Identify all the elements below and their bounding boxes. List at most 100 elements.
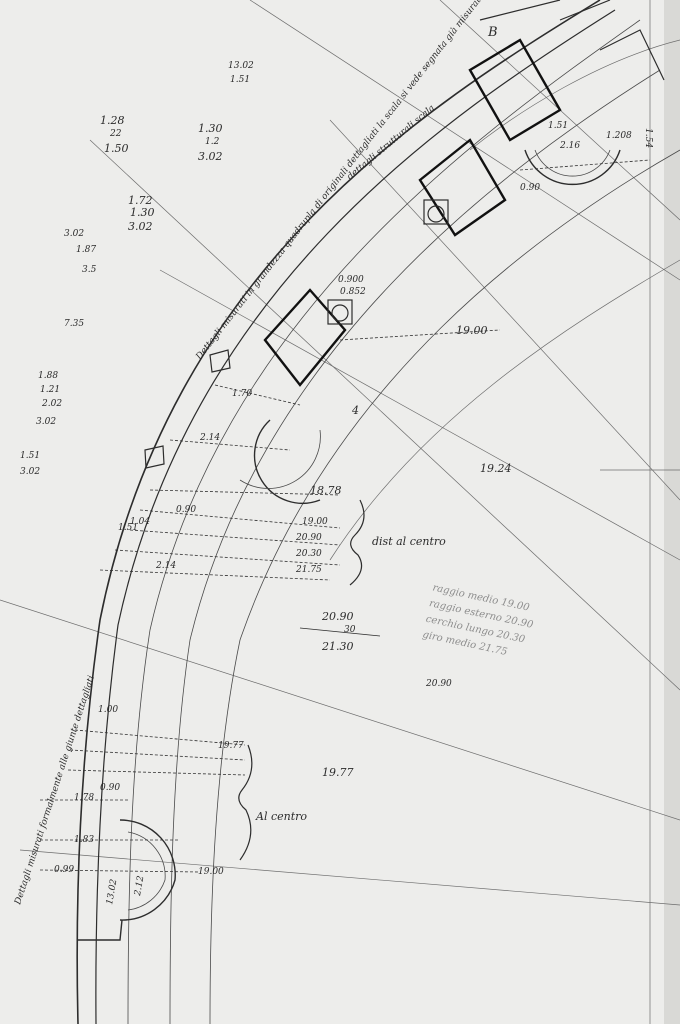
fraction-bar xyxy=(299,627,381,637)
calc-c-3: 3.02 xyxy=(128,220,153,233)
dim-line xyxy=(139,509,341,529)
dim-rad-a: 18.78 xyxy=(310,484,342,497)
dim-bottom-a: 1.83 xyxy=(74,835,94,845)
dim-line xyxy=(519,159,651,171)
niche-top-inner xyxy=(534,149,611,177)
arc-outer xyxy=(76,0,601,1024)
dim-bay-e: 0.90 xyxy=(520,183,540,193)
dim-mid-width-c: 21.30 xyxy=(321,640,354,653)
arc-inner-4 xyxy=(329,259,680,561)
dim-left-gap-c: 1.04 xyxy=(130,517,150,527)
dim-left-gap-a: 1.51 xyxy=(118,523,138,533)
pier-small-2 xyxy=(144,445,165,469)
dim-line xyxy=(214,384,301,406)
dim-rad-d: 20.30 xyxy=(295,549,322,559)
concentric-arcs xyxy=(76,0,680,1024)
niche-top xyxy=(524,149,621,186)
dim-line xyxy=(39,869,201,873)
dim-bay-d: 1.54 xyxy=(643,128,653,148)
calc-a-2: 22 xyxy=(109,129,122,139)
pier-square-2 xyxy=(327,299,353,325)
dim-arc-outer: 19.00 xyxy=(456,324,488,337)
dim-bottom-e: 2.12 xyxy=(133,875,147,898)
dim-pier-b: 0.852 xyxy=(340,287,366,297)
dim-line xyxy=(99,569,331,581)
dim-rad-f: 19.77 xyxy=(218,741,244,751)
calc-d-3: 3.5 xyxy=(82,265,97,275)
label-section-mark: 4 xyxy=(351,404,359,417)
calc-b-2: 1.2 xyxy=(205,137,220,147)
dim-bottom-d: 13.02 xyxy=(105,878,119,905)
dim-bottom-b: 0.99 xyxy=(54,865,74,875)
dim-mid-width-d: 20.90 xyxy=(425,679,452,689)
dim-pier-a: 0.900 xyxy=(338,275,364,285)
dim-mid-width-b: 30 xyxy=(344,625,356,635)
niche-low xyxy=(119,819,176,921)
niche-mid xyxy=(253,419,321,504)
calc-c-2: 1.30 xyxy=(130,206,155,219)
dim-line xyxy=(67,769,246,776)
dim-rad-b: 19.00 xyxy=(302,517,328,527)
calc-g-1: 1.51 xyxy=(20,451,40,461)
pier-circle-2 xyxy=(331,304,349,322)
dim-bay-a: 1.51 xyxy=(548,121,568,131)
calc-c-1: 1.72 xyxy=(128,194,153,207)
base-step xyxy=(78,919,123,941)
calc-f-2: 1.21 xyxy=(40,385,60,395)
pier-small-1 xyxy=(209,349,231,373)
arc-top xyxy=(469,39,680,151)
dim-mid-width-a: 20.90 xyxy=(321,610,354,623)
arc-inner-2 xyxy=(169,69,661,1024)
niche-mid-arc xyxy=(239,429,321,489)
calc-d-2: 1.87 xyxy=(76,245,96,255)
block-top xyxy=(468,38,562,142)
letter-b: B xyxy=(487,25,498,40)
block-mid xyxy=(263,288,347,387)
radial-line xyxy=(89,139,680,691)
dim-arc-mid: 19.24 xyxy=(480,462,512,475)
dim-line xyxy=(149,489,341,496)
niches xyxy=(78,149,621,941)
upper-structures xyxy=(144,0,665,469)
dim-left-gap-d: 0.90 xyxy=(176,505,196,515)
dimension-lines xyxy=(39,159,651,873)
dim-left-gap-b: 2.14 xyxy=(155,561,176,571)
label-al-centro-lower: Al centro xyxy=(255,810,307,823)
dim-rad-e: 21.75 xyxy=(295,565,322,575)
dim-line xyxy=(339,329,501,341)
dim-rad-c: 20.90 xyxy=(295,533,322,543)
brace-upper xyxy=(349,499,365,586)
calc-a-3: 1.50 xyxy=(104,142,129,155)
calc-e-1: 7.35 xyxy=(64,319,84,329)
calc-g-2: 3.02 xyxy=(20,467,40,477)
calc-a-1: 1.28 xyxy=(100,114,125,127)
radial-line xyxy=(249,0,680,281)
calc-f-3: 2.02 xyxy=(41,399,62,409)
dim-line xyxy=(69,749,246,761)
calc-f-1: 1.88 xyxy=(38,371,58,381)
arc-outer-2 xyxy=(95,9,616,1024)
calc-d-1: 3.02 xyxy=(64,229,84,239)
dim-top-gap: 1.70 xyxy=(232,389,252,399)
label-al-centro-upper: dist al centro xyxy=(372,535,446,548)
radial-line xyxy=(329,119,680,501)
pier-circle-1 xyxy=(427,205,445,223)
dim-bottom-f: 19.00 xyxy=(198,867,224,877)
niche-low-inner xyxy=(127,831,166,911)
radial-line xyxy=(0,599,680,821)
top-edges xyxy=(479,0,611,21)
dim-line xyxy=(129,529,341,546)
dim-line xyxy=(169,439,291,451)
dim-bay-b: 1.208 xyxy=(606,131,632,141)
calc-top-2: 1.51 xyxy=(230,75,250,85)
dim-arc-low: 19.77 xyxy=(322,766,354,779)
dim-line xyxy=(74,729,246,746)
calc-b-1: 1.30 xyxy=(198,122,223,135)
dim-low-a: 1.00 xyxy=(98,705,118,715)
arc-inner-3 xyxy=(209,149,680,1024)
paper-edge xyxy=(664,0,680,1024)
radial-line xyxy=(159,269,680,561)
